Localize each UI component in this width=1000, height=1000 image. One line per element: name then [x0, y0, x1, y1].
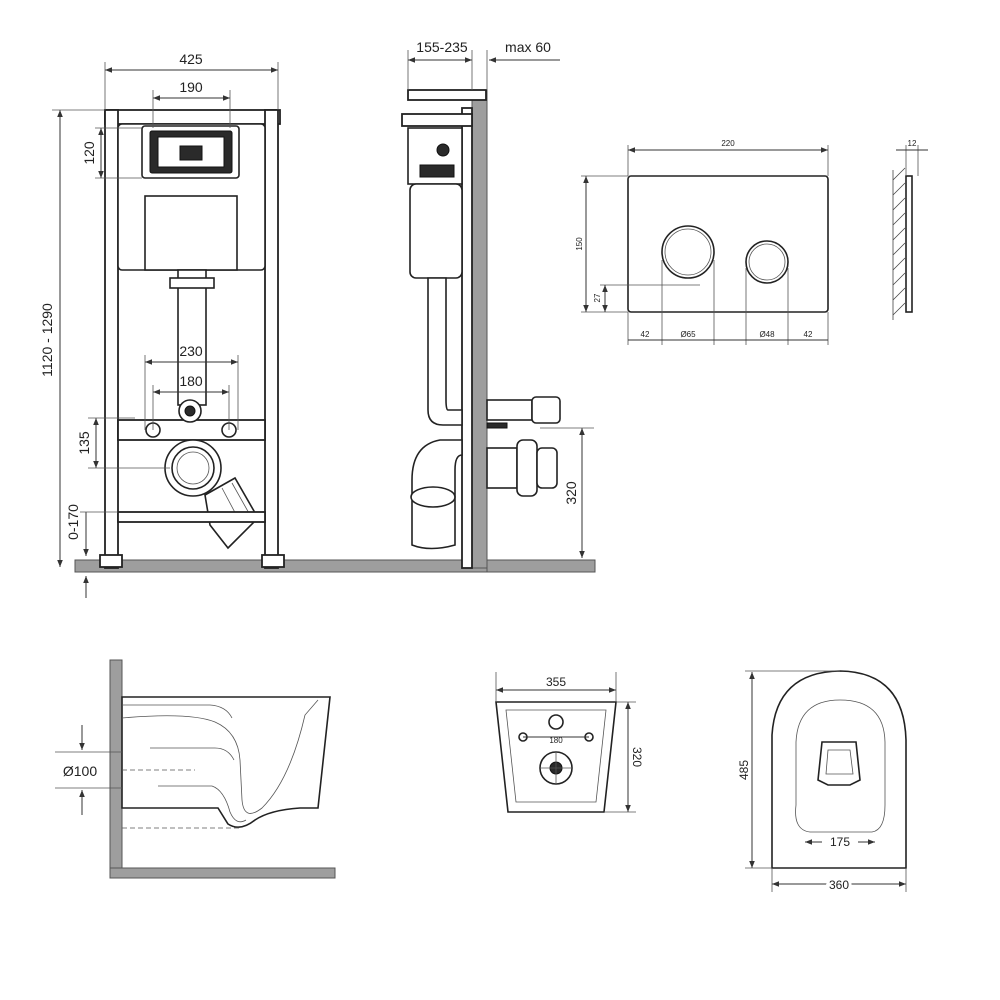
dim-135: 135	[76, 431, 92, 455]
dim-230: 230	[179, 343, 203, 359]
dim-d48: Ø48	[759, 330, 775, 339]
side-flush-pipe	[427, 277, 463, 426]
dim-back-320: 320	[630, 747, 644, 767]
side-wall	[471, 89, 488, 569]
dim-d65: Ø65	[680, 330, 696, 339]
dim-12: 12	[908, 139, 917, 148]
toilet-wall	[109, 659, 123, 876]
dim-d100: Ø100	[63, 763, 97, 779]
dim-320: 320	[563, 481, 579, 505]
dim-42-right: 42	[804, 330, 813, 339]
dim-42-left: 42	[641, 330, 650, 339]
side-view: 155-235 max 60 320	[401, 39, 596, 573]
frame-lower-bar	[117, 511, 266, 523]
toilet-rim-inner	[795, 699, 886, 833]
dim-back-180: 180	[549, 736, 563, 745]
flush-button-large	[661, 225, 715, 279]
drain-inner	[171, 446, 215, 490]
flush-plate-view: 220 150 27 42 Ø65 Ø48 42	[575, 139, 928, 345]
toilet-floor	[109, 867, 336, 879]
flush-plate	[627, 175, 829, 313]
frame-left-post	[104, 109, 119, 569]
dim-max-60: max 60	[505, 39, 551, 55]
dim-155-235: 155-235	[416, 39, 468, 55]
front-view: 425 190 1120 - 1290 120 230 180 135 0	[39, 51, 596, 598]
back-water-inlet	[548, 714, 564, 730]
dim-1120-1290: 1120 - 1290	[39, 303, 55, 377]
dim-485: 485	[737, 760, 751, 780]
toilet-outlet-shape	[817, 741, 861, 786]
frame-mounting-bar	[117, 419, 266, 441]
dim-220: 220	[721, 139, 735, 148]
dim-425: 425	[179, 51, 203, 67]
frame-top-bar	[104, 109, 281, 125]
dim-355: 355	[546, 675, 566, 689]
dim-360: 360	[829, 878, 849, 892]
side-frame-post	[461, 107, 473, 569]
dim-150: 150	[575, 237, 584, 251]
dim-120: 120	[81, 141, 97, 165]
dim-180: 180	[179, 373, 203, 389]
cistern-inspection-panel	[144, 195, 238, 271]
dim-175: 175	[830, 835, 850, 849]
frame-right-post	[264, 109, 279, 569]
toilet-bowl-outline	[121, 696, 331, 828]
toilet-side-view: Ø100	[55, 659, 336, 879]
side-cistern	[409, 183, 463, 279]
toilet-top-view: 485 175 360	[737, 670, 907, 895]
side-drain-connector	[486, 447, 518, 489]
side-water-connector	[486, 399, 533, 421]
side-wall-cap	[407, 89, 487, 101]
flush-pipe	[177, 269, 207, 406]
flush-plate-profile	[905, 175, 913, 313]
frame-left-foot	[99, 554, 123, 568]
flush-button-small	[745, 240, 789, 284]
side-top-bracket	[401, 113, 473, 127]
dim-27: 27	[593, 293, 602, 302]
dim-0-170: 0-170	[65, 504, 81, 540]
profile-hatch	[892, 167, 906, 320]
frame-right-foot	[261, 554, 285, 568]
dim-190: 190	[179, 79, 203, 95]
toilet-back-view: 355 180 320	[495, 672, 644, 813]
